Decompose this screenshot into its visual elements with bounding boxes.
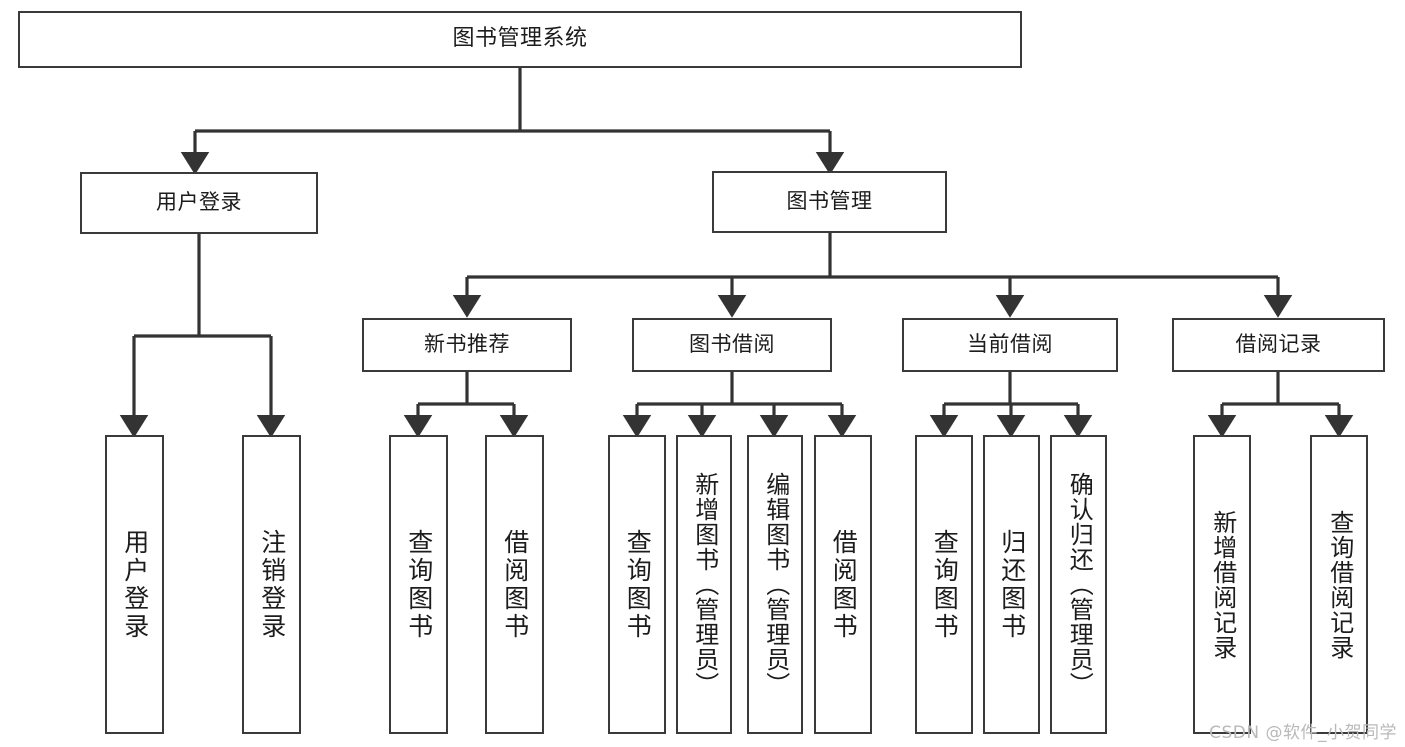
node-label: 注销登录	[257, 528, 287, 641]
node-label: 借阅图书	[829, 528, 859, 641]
leaf-logout[interactable]: 注销登录	[242, 435, 301, 734]
leaf-borrow-book[interactable]: 借阅图书	[814, 435, 872, 734]
node-book-borrow[interactable]: 图书借阅	[632, 318, 832, 372]
node-user-login[interactable]: 用户登录	[80, 172, 318, 234]
node-label: 新增图书（管理员）	[690, 472, 719, 697]
node-label: 图书管理	[786, 189, 873, 214]
node-label: 借阅图书	[500, 528, 530, 641]
node-borrow-record[interactable]: 借阅记录	[1172, 318, 1385, 372]
node-label: 查询图书	[623, 528, 653, 641]
node-root-system[interactable]: 图书管理系统	[18, 11, 1022, 68]
node-new-book-recommend[interactable]: 新书推荐	[362, 318, 572, 372]
leaf-return-book[interactable]: 归还图书	[983, 435, 1040, 734]
node-label: 查询图书	[404, 528, 434, 641]
leaf-add-book-admin[interactable]: 新增图书（管理员）	[676, 435, 732, 734]
node-label: 借阅记录	[1235, 332, 1322, 357]
node-label: 编辑图书（管理员）	[761, 472, 790, 697]
node-label: 查询借阅记录	[1325, 509, 1354, 660]
node-label: 用户登录	[120, 528, 150, 641]
node-label: 当前借阅	[967, 332, 1053, 357]
leaf-add-borrow-record[interactable]: 新增借阅记录	[1193, 435, 1251, 734]
node-label: 新增借阅记录	[1208, 509, 1237, 660]
node-label: 图书借阅	[689, 332, 775, 357]
node-label: 新书推荐	[424, 332, 510, 357]
watermark-text: CSDN @软件_小贺同学	[1209, 723, 1397, 743]
leaf-edit-book-admin[interactable]: 编辑图书（管理员）	[747, 435, 803, 734]
leaf-query-book-current[interactable]: 查询图书	[915, 435, 973, 734]
node-label: 归还图书	[997, 528, 1027, 641]
leaf-query-book-borrow[interactable]: 查询图书	[608, 435, 666, 734]
leaf-borrow-book-recommend[interactable]: 借阅图书	[485, 435, 544, 734]
leaf-query-book-recommend[interactable]: 查询图书	[389, 435, 448, 734]
leaf-query-borrow-record[interactable]: 查询借阅记录	[1310, 435, 1368, 734]
node-current-borrow[interactable]: 当前借阅	[902, 318, 1118, 372]
leaf-confirm-return-admin[interactable]: 确认归还（管理员）	[1050, 435, 1107, 734]
node-label: 查询图书	[930, 528, 960, 641]
node-label: 用户登录	[156, 190, 242, 215]
leaf-user-login[interactable]: 用户登录	[105, 435, 164, 734]
node-book-management[interactable]: 图书管理	[712, 171, 947, 233]
node-label: 确认归还（管理员）	[1065, 472, 1094, 697]
node-label: 图书管理系统	[452, 26, 588, 52]
